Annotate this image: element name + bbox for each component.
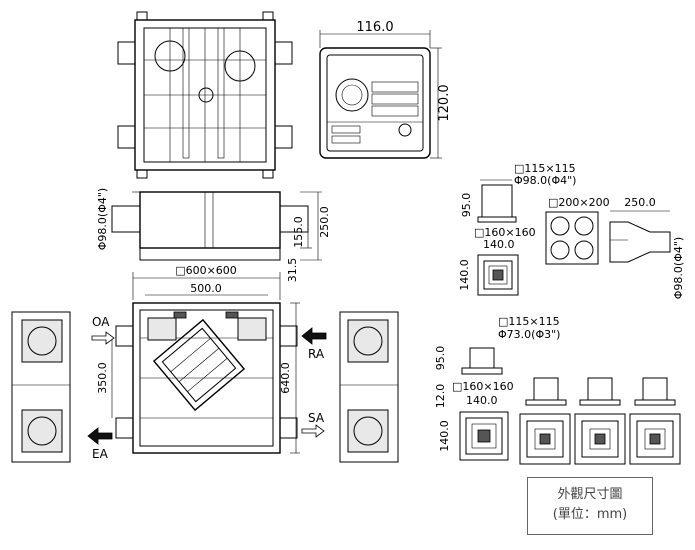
ea-label: EA (92, 447, 109, 461)
plan-offset-label: 350.0 (96, 362, 109, 394)
right-end-view (339, 311, 399, 463)
ra-label: RA (308, 347, 325, 361)
grille-b-gap-label: 12.0 (434, 384, 447, 409)
unit-plan-view: □600×600 500.0 640.0 350.0 (87, 264, 327, 461)
ea-arrow-icon (87, 427, 113, 445)
grille-b-depth-label: 95.0 (434, 346, 447, 371)
oa-label: OA (92, 315, 110, 329)
drawing-caption: 外觀尺寸圖 (單位：mm) (527, 477, 653, 535)
grille-b-face-label: 140.0 (466, 394, 498, 407)
grille-a-view: □115×115 Φ98.0(Φ4") 95.0 □160×160 140.0 … (458, 162, 576, 296)
grille-b-face-h-label: 140.0 (438, 420, 451, 452)
side-h2-label: 250.0 (318, 206, 331, 238)
side-duct-dia-label: Φ98.0(Φ4") (96, 188, 109, 250)
grille-b-outer-label: □115×115 (498, 315, 560, 328)
sa-arrow-icon (301, 424, 325, 438)
grille-variant-3 (629, 377, 681, 465)
ra-arrow-icon (301, 327, 327, 345)
plan-height-label: 640.0 (279, 362, 292, 394)
grille-variant-1 (519, 377, 571, 465)
adapter-length-label: 250.0 (624, 196, 656, 209)
side-h3-label: 31.5 (286, 258, 299, 283)
grille-a-face-label: 140.0 (483, 238, 515, 251)
control-panel-view: 116.0 120.0 (319, 20, 452, 159)
adapter-size-label: □200×200 (548, 196, 610, 209)
panel-width-label: 116.0 (356, 20, 393, 35)
left-end-view (11, 311, 71, 463)
grille-a-plate-label: □160×160 (474, 226, 536, 239)
panel-height-label: 120.0 (437, 84, 452, 121)
plan-ceiling-label: □600×600 (175, 264, 237, 277)
unit-side-view: Φ98.0(Φ4") 155.0 250.0 31.5 (96, 188, 331, 282)
grille-a-depth-label: 95.0 (460, 193, 473, 218)
grille-b-plate-label: □160×160 (452, 380, 514, 393)
grille-b-view: □115×115 Φ73.0(Φ3") 95.0 12.0 □160×160 1… (434, 315, 560, 461)
sa-label: SA (308, 411, 325, 425)
caption-unit: (單位：mm) (552, 507, 628, 522)
oa-arrow-icon (91, 331, 115, 345)
adapter-view: □200×200 250.0 Φ98.0(Φ4") (545, 196, 685, 299)
side-h1-label: 155.0 (292, 216, 305, 248)
grille-a-face-h-label: 140.0 (458, 259, 471, 291)
caption-title: 外觀尺寸圖 (557, 487, 623, 502)
grille-variant-2 (574, 377, 626, 465)
grille-a-dia-label: Φ98.0(Φ4") (514, 174, 576, 187)
adapter-dia-label: Φ98.0(Φ4") (672, 237, 685, 299)
unit-top-view (117, 11, 293, 179)
plan-span-label: 500.0 (190, 282, 222, 295)
grille-b-dia-label: Φ73.0(Φ3") (498, 328, 560, 341)
grille-a-outer-label: □115×115 (514, 162, 576, 175)
